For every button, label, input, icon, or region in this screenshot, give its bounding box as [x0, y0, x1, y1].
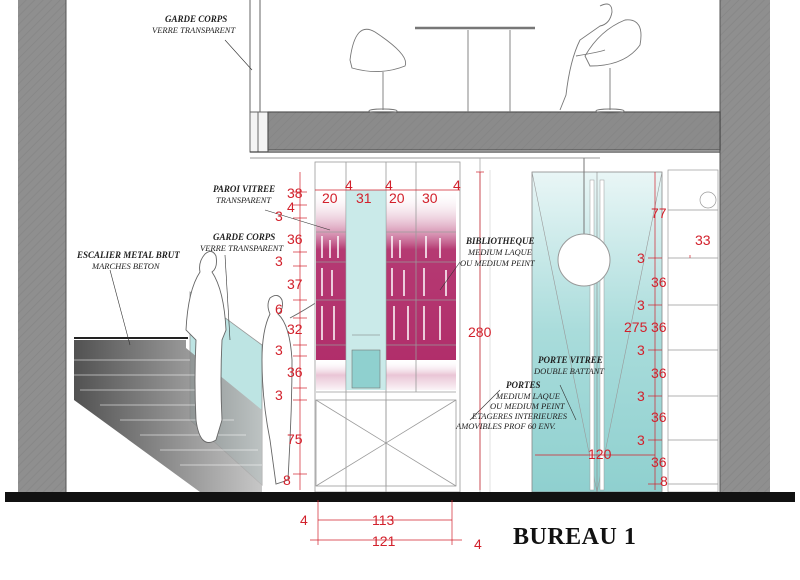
- dim-top-7: 4: [453, 177, 461, 193]
- dim-left-10: 36: [287, 364, 303, 380]
- label-escalier-title: ESCALIER METAL BRUT: [77, 250, 180, 260]
- pendant-lamp: [557, 158, 611, 287]
- dim-right-6: 3: [637, 342, 645, 358]
- mezzanine-furniture: [349, 3, 642, 114]
- label-portes-sub2: OU MEDIUM PEINT: [490, 401, 565, 411]
- right-shelving: [667, 169, 719, 493]
- dim-right-12: 8: [660, 473, 668, 489]
- dim-top-3: 31: [356, 190, 372, 206]
- dim-right-33: 33: [695, 232, 711, 248]
- dim-bottom-4-left: 4: [300, 512, 308, 528]
- leader-lines: [109, 39, 577, 421]
- dim-right-8: 3: [637, 388, 645, 404]
- label-portes-sub4: AMOVIBLES PROF 60 ENV.: [456, 421, 556, 431]
- dim-left-13: 8: [283, 472, 291, 488]
- dim-left-5: 3: [275, 253, 283, 269]
- dim-top-2: 20: [322, 190, 338, 206]
- right-wall: [719, 0, 770, 492]
- dim-bottom-113: 113: [372, 512, 395, 528]
- label-portes-sub1: MEDIUM LAQUE: [496, 391, 560, 401]
- dim-left-9: 3: [275, 342, 283, 358]
- dim-left-11: 3: [275, 387, 283, 403]
- label-portes-sub3: ETAGERES INTERIEURES: [472, 411, 567, 421]
- label-escalier-sub: MARCHES BETON: [92, 261, 160, 271]
- dim-top-1: 4: [345, 177, 353, 193]
- dim-top-6: 30: [422, 190, 438, 206]
- dim-right-2: 3: [637, 250, 645, 266]
- dim-right-11: 36: [651, 454, 667, 470]
- dim-right-10: 3: [637, 432, 645, 448]
- label-paroi-vitree-sub: TRANSPARENT: [216, 195, 272, 205]
- dimension-lines: [293, 171, 691, 545]
- label-bibliotheque-sub1: MEDIUM LAQUE: [468, 247, 532, 257]
- floor-line: [5, 492, 795, 502]
- dim-left-8: 32: [287, 321, 303, 337]
- label-porte-vitree-title: PORTE VITREE: [538, 355, 603, 365]
- label-garde-corps-mid-title: GARDE CORPS: [213, 232, 276, 242]
- dim-left-4: 36: [287, 231, 303, 247]
- label-garde-corps-mid-sub: VERRE TRANSPARENT: [200, 243, 284, 253]
- dim-left-12: 75: [287, 431, 303, 447]
- label-garde-corps-top-title: GARDE CORPS: [165, 14, 228, 24]
- label-bibliotheque-sub2: OU MEDIUM PEINT: [460, 258, 535, 268]
- upper-guardrail: [249, 0, 269, 153]
- label-garde-corps-top-sub: VERRE TRANSPARENT: [152, 25, 236, 35]
- label-bibliotheque-title: BIBLIOTHEQUE: [466, 236, 535, 246]
- dim-right-7: 36: [651, 365, 667, 381]
- glass-partition: [346, 190, 386, 390]
- dim-right-9: 36: [651, 409, 667, 425]
- person-figures: [185, 251, 321, 485]
- dim-top-4: 4: [385, 177, 393, 193]
- dim-left-2: 4: [287, 199, 295, 215]
- dim-left-1: 38: [287, 185, 303, 201]
- dim-left-7: 6: [275, 301, 283, 317]
- mezzanine-slab: [250, 111, 721, 159]
- glass-door: [531, 171, 663, 493]
- dim-right-1: 77: [651, 205, 667, 221]
- dim-top-5: 20: [389, 190, 405, 206]
- dim-bottom-4-right: 4: [474, 536, 482, 552]
- dim-right-275: 275: [624, 319, 648, 335]
- left-wall: [18, 0, 67, 492]
- drawing-title: BUREAU 1: [513, 524, 637, 550]
- dim-right-3: 36: [651, 274, 667, 290]
- dim-bottom-121: 121: [372, 533, 396, 549]
- dim-left-6: 37: [287, 276, 303, 292]
- dim-left-3: 3: [275, 208, 283, 224]
- label-portes-title: PORTES: [506, 380, 541, 390]
- label-porte-vitree-sub: DOUBLE BATTANT: [534, 366, 605, 376]
- dim-height-280: 280: [468, 324, 492, 340]
- bookshelf: [314, 161, 461, 493]
- dim-right-5: 36: [651, 319, 667, 335]
- dim-right-4: 3: [637, 297, 645, 313]
- dim-door-width: 120: [588, 446, 612, 462]
- label-paroi-vitree-title: PAROI VITREE: [213, 184, 276, 194]
